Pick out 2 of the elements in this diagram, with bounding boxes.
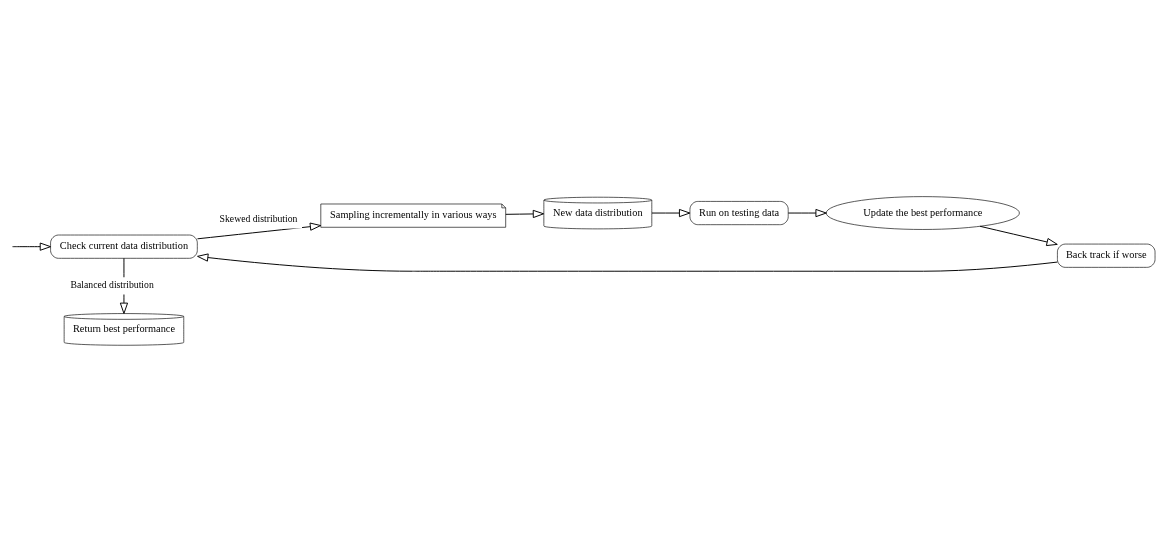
edge-label: Balanced distribution (70, 278, 154, 290)
edge-label: Skewed distribution (219, 212, 298, 224)
